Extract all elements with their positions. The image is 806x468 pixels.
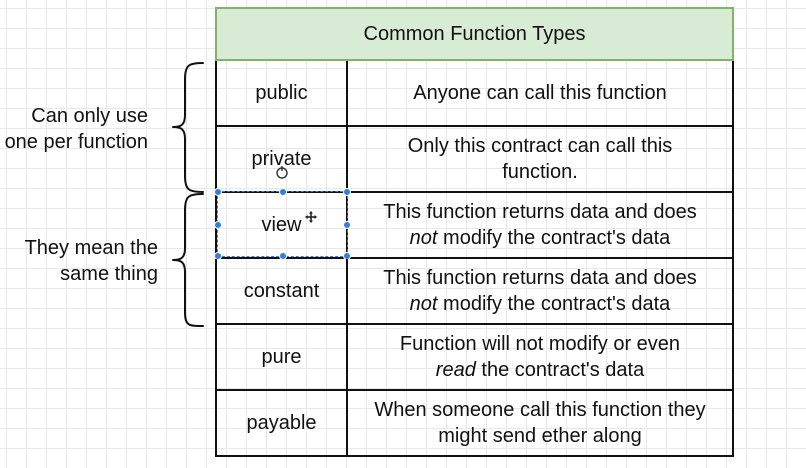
hand-cursor-icon bbox=[275, 165, 289, 181]
cell-name: pure bbox=[217, 325, 348, 389]
table-title: Common Function Types bbox=[363, 22, 586, 45]
move-cursor-icon bbox=[305, 211, 317, 225]
table-row-constant[interactable]: constant This function returns data and … bbox=[215, 259, 734, 325]
brace-public-private bbox=[172, 62, 204, 193]
desc-line: This function returns data and does bbox=[383, 201, 697, 223]
desc-emphasis: not bbox=[409, 227, 438, 249]
resize-handle[interactable] bbox=[214, 221, 222, 229]
cell-name: private bbox=[217, 127, 348, 191]
annotation-line: one per function bbox=[4, 131, 148, 153]
cell-desc: Only this contract can call this functio… bbox=[348, 127, 732, 191]
cell-desc: When someone call this function they mig… bbox=[348, 391, 732, 455]
cell-name[interactable]: view bbox=[214, 188, 351, 260]
cell-desc: This function returns data and does not … bbox=[348, 259, 732, 323]
annotation-line: Can only use bbox=[31, 105, 148, 127]
cell-name: constant bbox=[217, 259, 348, 323]
desc-line: not modify the contract's data bbox=[410, 291, 671, 317]
desc-line: When someone call this function they bbox=[374, 399, 706, 421]
table-row-view[interactable]: view This function returns data a bbox=[214, 188, 734, 260]
annotation-line: same thing bbox=[60, 263, 158, 285]
desc-line: Function will not modify or even bbox=[399, 333, 681, 355]
brace-view-constant bbox=[172, 193, 204, 327]
annotation-same-thing: They mean the same thing bbox=[25, 235, 158, 287]
cell-desc: Function will not modify or even read th… bbox=[348, 325, 732, 389]
annotation-line: They mean the bbox=[24, 237, 158, 259]
cell-name-text: private bbox=[251, 147, 312, 170]
desc-line: might send ether along bbox=[438, 425, 642, 447]
desc-line: not modify the contract's data bbox=[410, 225, 671, 251]
desc-line: This function returns data and does bbox=[383, 267, 697, 289]
table-header: Common Function Types bbox=[215, 7, 734, 61]
annotation-one-per-function: Can only use one per function bbox=[5, 103, 148, 155]
cell-name-text: view bbox=[261, 213, 302, 236]
cell-desc: This function returns data and does not … bbox=[348, 193, 732, 257]
desc-line: Anyone can call this function bbox=[413, 82, 667, 104]
function-types-table: Common Function Types public Anyone can … bbox=[214, 7, 734, 457]
cell-name: public bbox=[217, 61, 348, 125]
desc-emphasis: not bbox=[409, 293, 438, 315]
desc-text: modify the contract's data bbox=[437, 227, 671, 249]
curly-braces bbox=[172, 62, 204, 327]
cell-name: payable bbox=[217, 391, 348, 455]
table-row-private[interactable]: private Only this contract can call this… bbox=[215, 127, 734, 193]
desc-line: Only this contract can call this bbox=[407, 135, 673, 157]
table-row-pure[interactable]: pure Function will not modify or even re… bbox=[215, 325, 734, 391]
desc-line: read the contract's data bbox=[436, 357, 644, 383]
desc-emphasis: read bbox=[435, 359, 476, 381]
desc-text: modify the contract's data bbox=[437, 293, 671, 315]
table-row-public[interactable]: public Anyone can call this function bbox=[215, 61, 734, 127]
table-row-payable[interactable]: payable When someone call this function … bbox=[215, 391, 734, 457]
desc-text: the contract's data bbox=[475, 359, 645, 381]
cell-desc: Anyone can call this function bbox=[348, 61, 732, 125]
desc-line: function. bbox=[502, 161, 578, 183]
